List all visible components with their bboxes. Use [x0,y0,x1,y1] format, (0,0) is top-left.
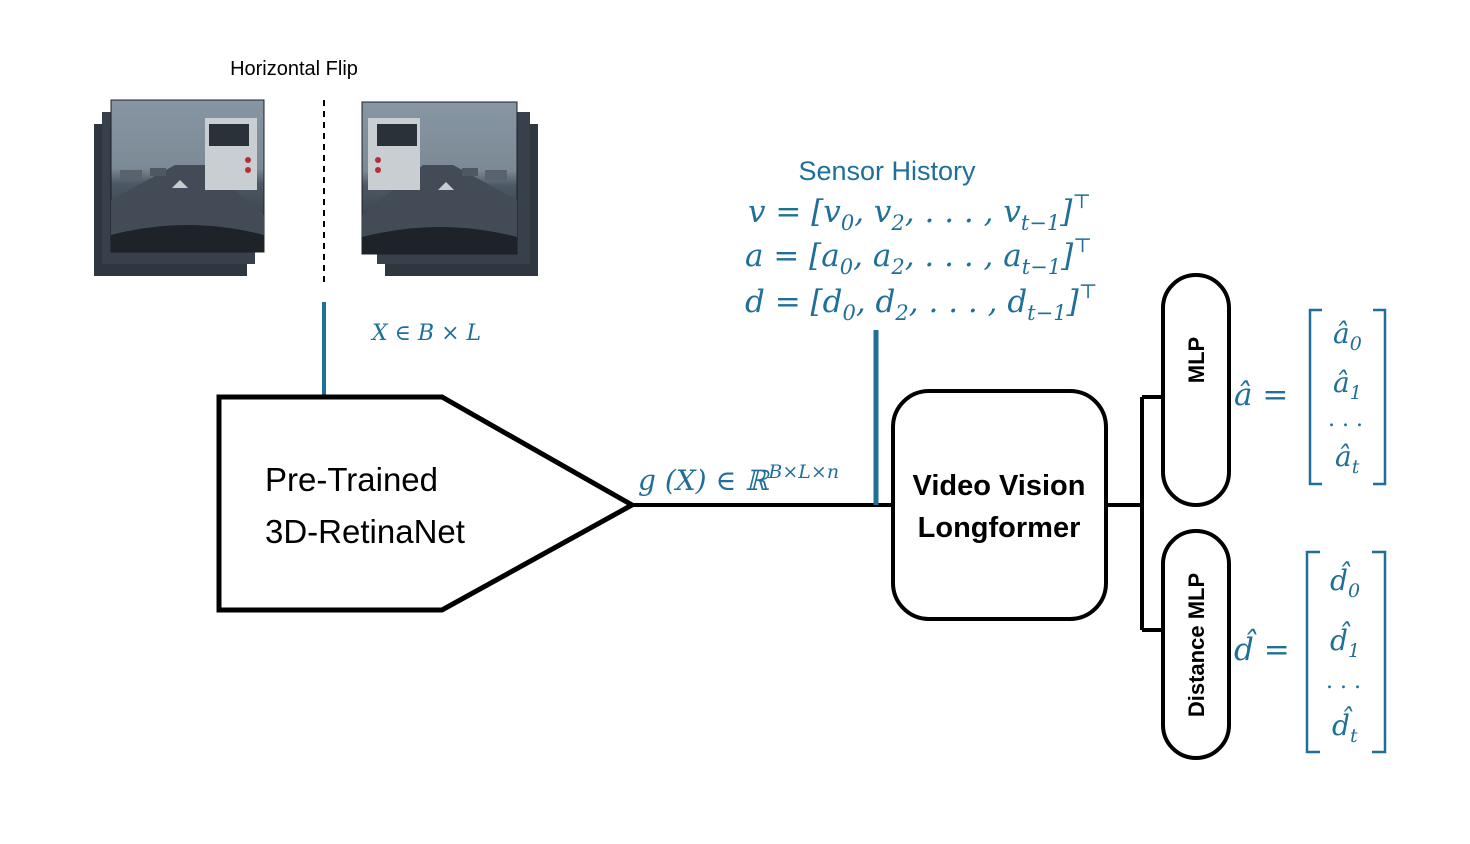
distance-left-bracket [1305,550,1320,754]
input-shape-label: X ∈ B × L [370,321,481,346]
horizontal-flip-label: Horizontal Flip [230,58,358,80]
acceleration-output-lhs: â = [1234,377,1288,413]
mlp-head-block [1161,273,1231,507]
distance-right-bracket [1372,550,1387,754]
distance-output-lhs: d̂ = [1234,627,1290,668]
dashcam-frame-original [110,99,265,253]
svg-text:d̂t: d̂t [1332,707,1358,747]
retinanet-backbone-block [216,394,638,613]
sensor-eq-acceleration: a = [a0, a2, . . . , at−1]⊤ [745,233,1092,279]
sensor-eq-distance: d = [d0, d2, . . . , dt−1]⊤ [745,279,1098,325]
svg-text:. . .: . . . [1326,669,1361,694]
distance-output-vector: d̂ = d̂0 d̂1 . . . d̂t [1234,550,1387,754]
svg-text:â0: â0 [1333,317,1362,355]
svg-text:ât: ât [1335,440,1360,478]
original-frames-stack [94,99,265,276]
feature-shape-label: g (X) ∈ ℝB×L×n [638,461,839,497]
backbone-label-line1: Pre-Trained [265,461,438,498]
svg-text:d̂1: d̂1 [1330,622,1360,662]
longformer-label-line2: Longformer [918,512,1081,544]
svg-text:d̂0: d̂0 [1330,562,1360,602]
dashcam-frame-flipped [361,101,518,255]
longformer-label-line1: Video Vision [913,470,1086,502]
acceleration-right-bracket [1373,308,1387,486]
backbone-label-line2: 3D-RetinaNet [265,513,465,550]
video-vision-longformer-block [891,389,1108,621]
feature-shape-base: g (X) ∈ ℝ [638,464,770,497]
distance-mlp-head-block [1161,529,1231,760]
head-branch-connector [1106,395,1163,632]
svg-text:â1: â1 [1333,366,1362,404]
mlp-head-label: MLP [1184,337,1209,383]
sensor-eq-velocity: v = [v0, v2, . . . , vt−1]⊤ [748,189,1091,235]
feature-shape-exponent: B×L×n [767,461,839,483]
distance-mlp-head-label: Distance MLP [1184,573,1209,717]
sensor-history-title: Sensor History [798,156,976,186]
sensor-equations: v = [v0, v2, . . . , vt−1]⊤ a = [a0, a2,… [745,189,1098,325]
acceleration-left-bracket [1308,308,1322,486]
svg-text:. . .: . . . [1328,407,1363,432]
flipped-frames-stack [361,101,538,276]
acceleration-output-vector: â = â0 â1 . . . ât [1234,308,1387,486]
